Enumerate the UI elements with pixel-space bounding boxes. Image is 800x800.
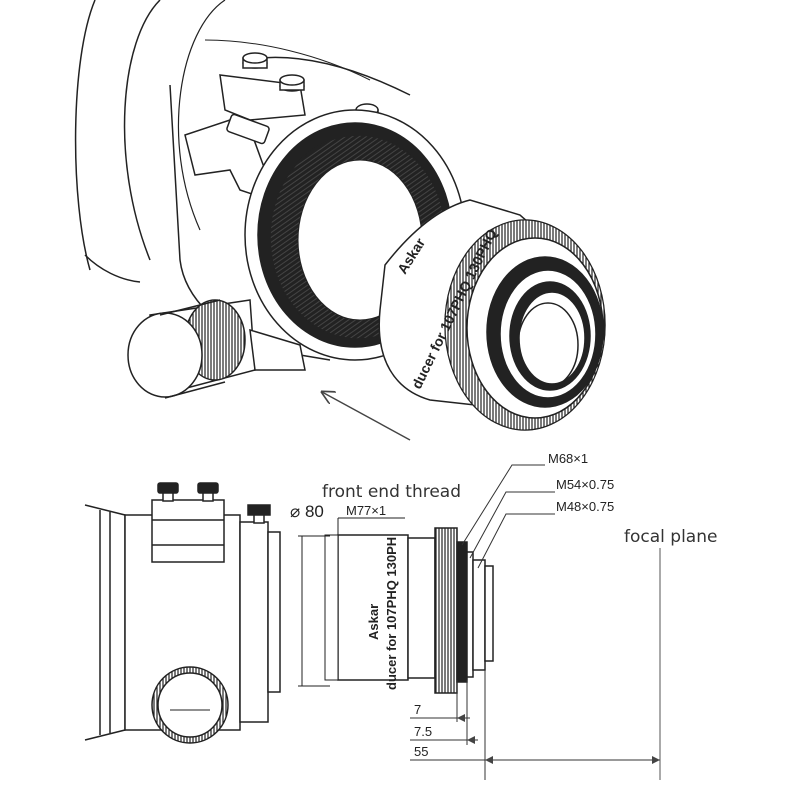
focus-knob — [127, 299, 306, 399]
product-text-side: ducer for 107PHQ 130PH — [384, 537, 399, 690]
dovetail-clamp — [184, 52, 306, 196]
thread-leaders — [461, 464, 555, 569]
front-thread-label: front end thread — [322, 482, 461, 502]
m77-label: M77×1 — [346, 503, 386, 518]
dim-7-label: 7 — [414, 702, 421, 717]
assembly-arrow — [322, 392, 411, 441]
brand-side: Askar — [366, 604, 381, 640]
reducer-side-view — [324, 527, 494, 694]
diameter-label: ⌀ 80 — [290, 502, 324, 521]
m54-label: M54×0.75 — [556, 477, 614, 492]
reducer-perspective — [378, 199, 606, 431]
side-view-drawing: Askar ducer for 107PHQ 130PH — [84, 464, 661, 780]
perspective-illustration: Askar ducer for 107PHQ 130PHQ — [74, 0, 606, 441]
focuser-body — [84, 482, 281, 744]
m48-label: M48×0.75 — [556, 499, 614, 514]
bottom-dimensions — [410, 670, 660, 780]
focal-plane-label: focal plane — [624, 527, 717, 547]
dim-7-5-label: 7.5 — [414, 724, 432, 739]
m68-label: M68×1 — [548, 451, 588, 466]
dim-55-label: 55 — [414, 744, 428, 759]
diameter-dimension — [298, 517, 405, 687]
